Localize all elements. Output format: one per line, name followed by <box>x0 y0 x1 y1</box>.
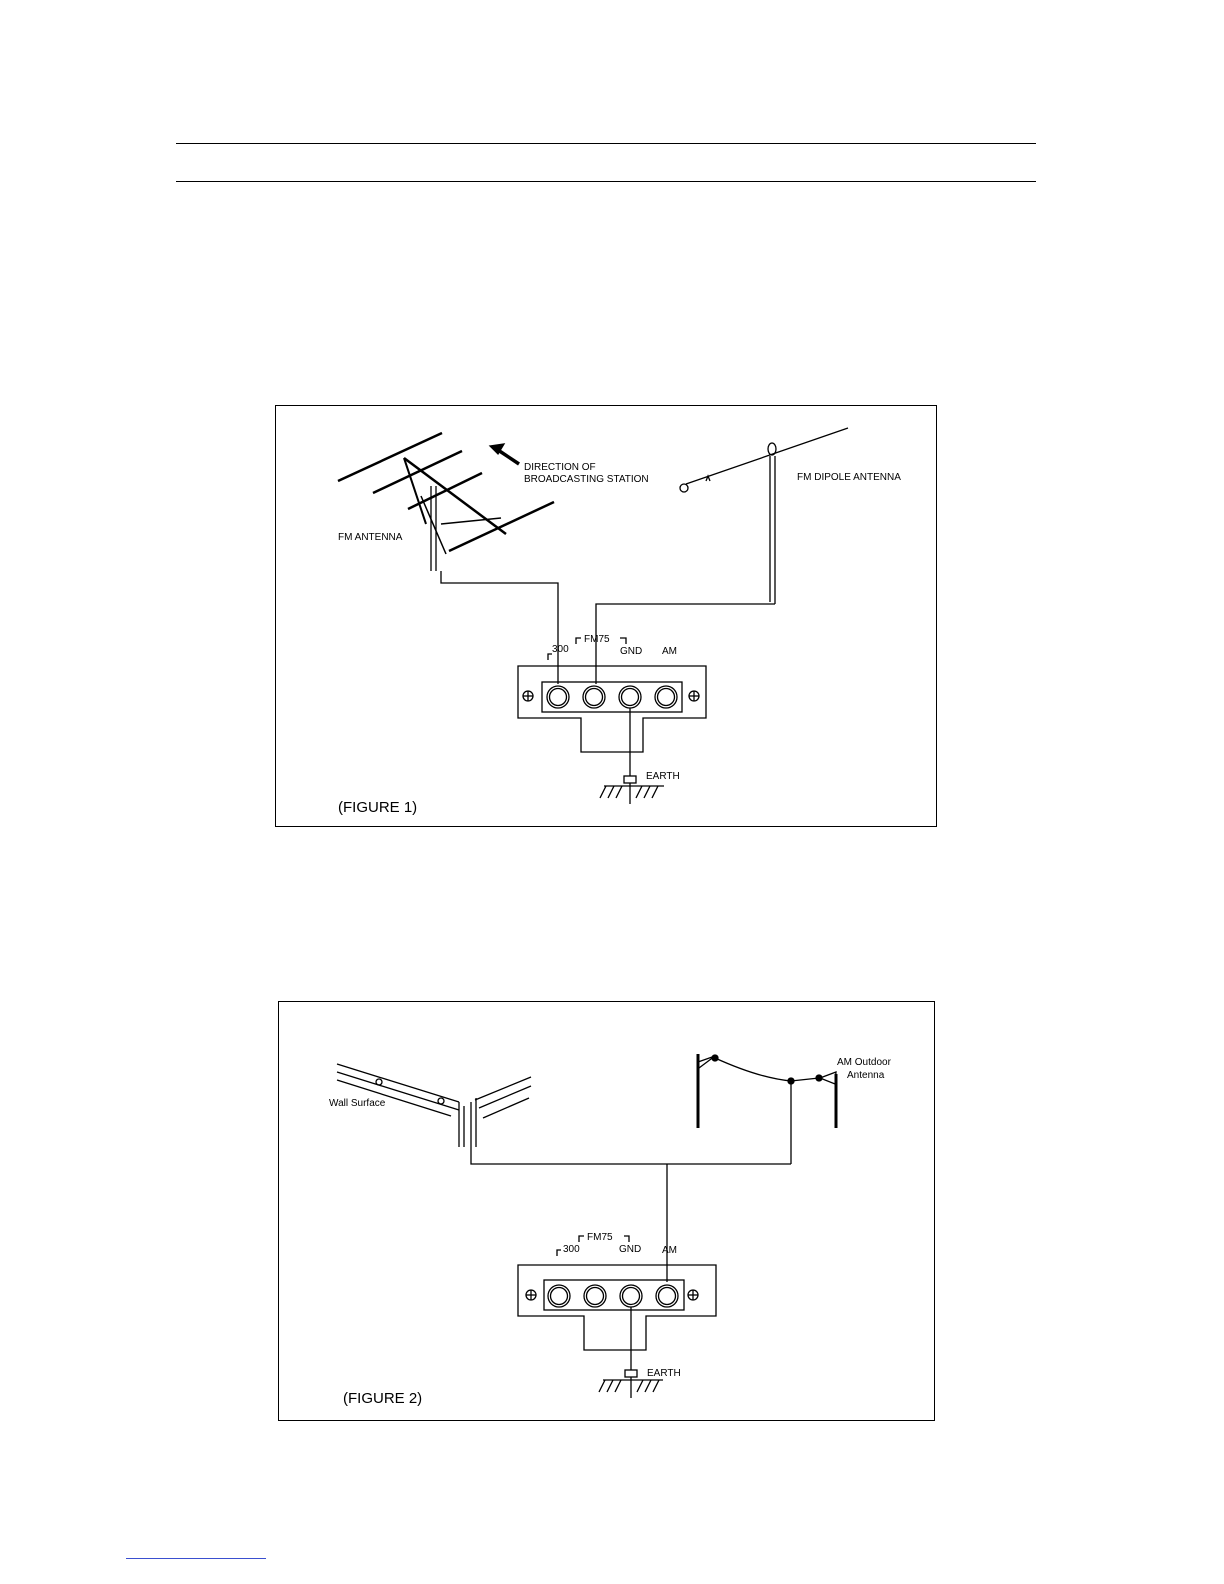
am-outdoor-label-line2: Antenna <box>847 1070 885 1081</box>
earth-label: EARTH <box>647 1368 681 1379</box>
fm-antenna-label: FM ANTENNA <box>338 532 403 543</box>
terminal-block <box>518 666 706 752</box>
figure-1-caption: (FIGURE 1) <box>338 799 417 816</box>
earth-ground-icon <box>599 1307 663 1398</box>
terminal-block <box>518 1265 716 1350</box>
figure-2-diagram: Wall Surface AM Outdoor Antenna FM75 300… <box>279 1002 934 1420</box>
earth-ground-icon <box>600 708 664 804</box>
fm-antenna-icon <box>338 433 554 571</box>
terminal-300-label: 300 <box>563 1244 580 1255</box>
wall-surface-label: Wall Surface <box>329 1098 386 1109</box>
fm-dipole-label: FM DIPOLE ANTENNA <box>797 472 901 483</box>
header-rule-top <box>176 143 1036 144</box>
am-outdoor-antenna-icon <box>698 1054 836 1164</box>
am-feedline <box>471 1147 791 1282</box>
fm-dipole-antenna-icon <box>680 428 848 604</box>
am-outdoor-label-line1: AM Outdoor <box>837 1057 892 1068</box>
direction-label-line1: DIRECTION OF <box>524 462 596 473</box>
figure-1-diagram: DIRECTION OF BROADCASTING STATION FM DIP… <box>276 406 936 826</box>
fm-antenna-feedline <box>441 571 558 684</box>
dipole-feedline <box>596 604 775 684</box>
am-label: AM <box>662 646 677 657</box>
earth-label: EARTH <box>646 771 680 782</box>
am-label: AM <box>662 1245 677 1256</box>
gnd-label: GND <box>619 1244 641 1255</box>
footer-link-underline <box>126 1558 266 1559</box>
figure-2: Wall Surface AM Outdoor Antenna FM75 300… <box>278 1001 935 1421</box>
fm75-label: FM75 <box>584 634 610 645</box>
header-rule-bottom <box>176 181 1036 182</box>
figure-2-caption: (FIGURE 2) <box>343 1390 422 1407</box>
figure-1: DIRECTION OF BROADCASTING STATION FM DIP… <box>275 405 937 827</box>
fm75-label: FM75 <box>587 1232 613 1243</box>
terminal-300-label: 300 <box>552 644 569 655</box>
direction-arrow-icon <box>490 444 519 464</box>
direction-label-line2: BROADCASTING STATION <box>524 474 649 485</box>
gnd-label: GND <box>620 646 642 657</box>
